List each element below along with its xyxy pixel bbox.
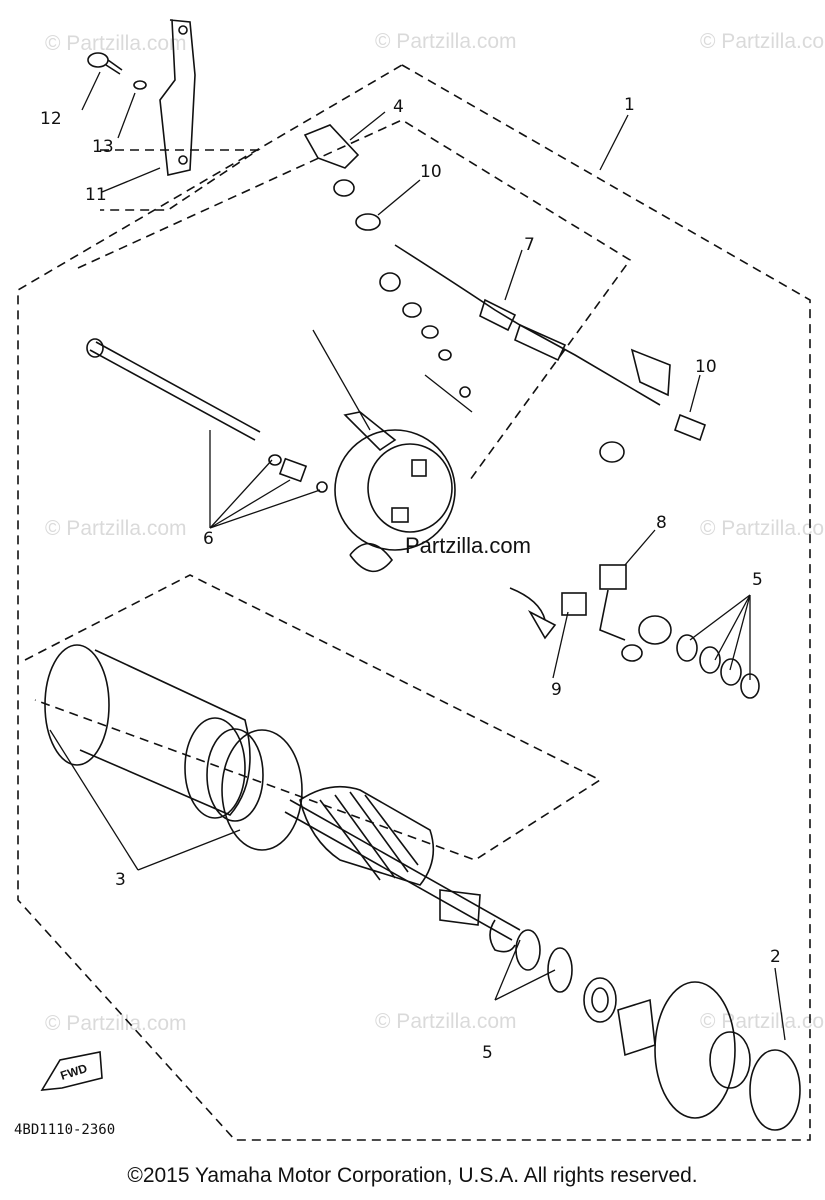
callout-11: 11 [85, 185, 107, 205]
circlip [489, 919, 516, 953]
watermark: © Partzilla.com [375, 30, 517, 53]
yoke-group [44, 644, 303, 851]
washer-5 [699, 646, 721, 674]
yoke-group-boundary [24, 574, 602, 861]
watermark: © Partzilla.com [45, 1012, 187, 1035]
washer-5 [515, 929, 541, 971]
through-bolt [89, 341, 261, 441]
lead-wire-7 [394, 244, 661, 406]
brush-9 [561, 592, 587, 616]
inner-end-cover-boundary [77, 119, 632, 481]
callout-7: 7 [524, 235, 535, 255]
callout-10: 10 [695, 357, 717, 377]
watermark: © Partzilla.com [700, 1010, 825, 1033]
brush-holder-plate [278, 457, 308, 483]
callout-10: 10 [420, 162, 442, 182]
rear-cover [334, 429, 456, 551]
washer-5 [547, 947, 573, 993]
o-ring-3 [44, 644, 110, 766]
end-cover-group [86, 338, 625, 573]
washer-5 [740, 673, 760, 699]
callout-5: 5 [752, 570, 763, 590]
washer-13 [133, 80, 147, 90]
brush-group [509, 564, 760, 699]
o-ring-2 [749, 1049, 801, 1131]
watermark: © Partzilla.com [45, 32, 187, 55]
boot-4 [303, 124, 360, 169]
bracket-11 [159, 19, 196, 176]
main-assembly-boundary [17, 64, 811, 1141]
callout-5: 5 [482, 1043, 493, 1063]
yoke [79, 649, 251, 816]
armature-group [284, 785, 521, 941]
watermark: © Partzilla.com [45, 517, 187, 540]
callout-6: 6 [203, 529, 214, 549]
bearing [349, 542, 394, 573]
callout-4: 4 [393, 97, 404, 117]
lead-wire-group [303, 124, 706, 442]
washer-5 [676, 634, 698, 662]
bracket-group-boundary [100, 149, 261, 211]
front-cover [654, 981, 736, 1119]
bracket-group [87, 19, 196, 176]
leader-lines [49, 71, 786, 1041]
callout-12: 12 [40, 109, 62, 129]
callout-8: 8 [656, 513, 667, 533]
diagram-reference: 4BD1110-2360 [14, 1122, 115, 1138]
callout-13: 13 [92, 137, 114, 157]
watermark-layer: © Partzilla.com © Partzilla.com © Partzi… [45, 30, 825, 1035]
copyright-notice: ©2015 Yamaha Motor Corporation, U.S.A. A… [127, 1164, 698, 1187]
callout-labels: 1 2 3 4 5 5 6 7 8 9 10 10 11 12 13 [40, 95, 781, 1063]
watermark: © Partzilla.com [700, 30, 825, 53]
screw-12 [87, 52, 123, 75]
washer-5 [720, 658, 742, 686]
drive-end-group [489, 919, 801, 1131]
assembly-boundaries [17, 64, 811, 1141]
watermark: © Partzilla.com [700, 517, 825, 540]
callout-1: 1 [624, 95, 635, 115]
fwd-label: FWD [59, 1061, 90, 1083]
bearing [583, 977, 617, 1023]
callout-9: 9 [551, 680, 562, 700]
watermark: © Partzilla.com [375, 1010, 517, 1033]
exploded-parts-diagram: © Partzilla.com © Partzilla.com © Partzi… [14, 19, 825, 1141]
fwd-arrow-icon: FWD [40, 1051, 103, 1091]
brush-8 [599, 564, 627, 590]
watermark-center: Partzilla.com [405, 533, 531, 558]
o-ring-3 [221, 729, 303, 851]
spacer [638, 615, 672, 645]
callout-2: 2 [770, 947, 781, 967]
armature-core [299, 785, 435, 886]
armature-shaft [284, 799, 521, 941]
needle-bearing [617, 998, 656, 1057]
callout-3: 3 [115, 870, 126, 890]
terminal-10 [674, 413, 706, 442]
